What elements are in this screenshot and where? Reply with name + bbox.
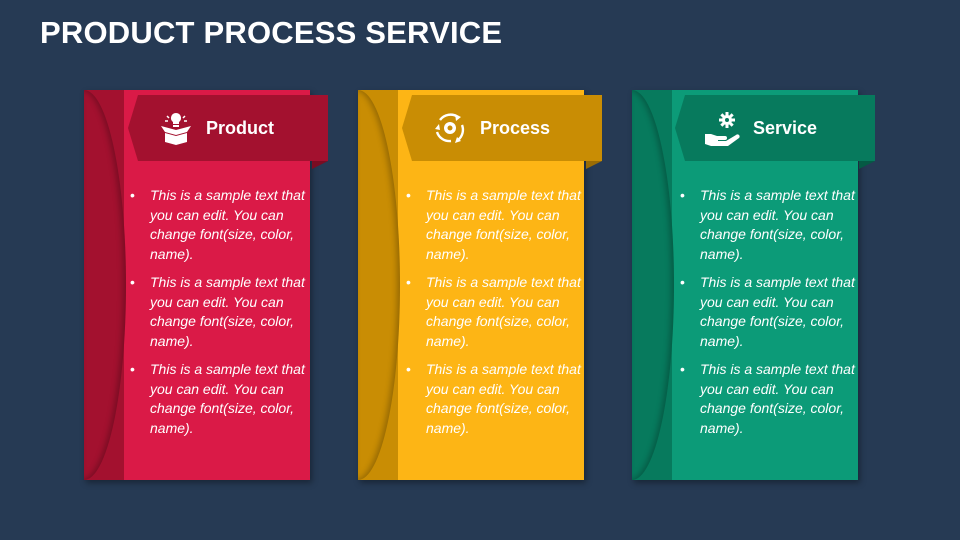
list-item: This is a sample text that you can edit.… [676, 273, 866, 351]
card-fold [632, 90, 674, 480]
service-header-tag: Service [675, 95, 875, 161]
process-bullet-list: This is a sample text that you can edit.… [402, 186, 592, 447]
product-label: Product [206, 117, 275, 138]
open-box-lightbulb-icon [156, 108, 196, 148]
list-item: This is a sample text that you can edit.… [402, 360, 592, 438]
list-item: This is a sample text that you can edit.… [402, 273, 592, 351]
tag-fold [312, 161, 328, 169]
list-item: This is a sample text that you can edit.… [126, 273, 316, 351]
list-item: This is a sample text that you can edit.… [676, 186, 866, 264]
card-fold [358, 90, 400, 480]
list-item: This is a sample text that you can edit.… [126, 360, 316, 438]
tag-fold [586, 161, 602, 169]
list-item: This is a sample text that you can edit.… [126, 186, 316, 264]
hand-gear-icon [703, 108, 743, 148]
process-header-tag: Process [402, 95, 602, 161]
service-label: Service [753, 117, 818, 138]
list-item: This is a sample text that you can edit.… [676, 360, 866, 438]
tag-fold [859, 161, 875, 169]
product-header-tag: Product [128, 95, 328, 161]
product-bullet-list: This is a sample text that you can edit.… [126, 186, 316, 447]
list-item: This is a sample text that you can edit.… [402, 186, 592, 264]
card-fold [84, 90, 126, 480]
gear-cycle-icon [430, 108, 470, 148]
process-label: Process [480, 117, 551, 138]
slide-title: PRODUCT PROCESS SERVICE [40, 15, 503, 50]
service-bullet-list: This is a sample text that you can edit.… [676, 186, 866, 447]
